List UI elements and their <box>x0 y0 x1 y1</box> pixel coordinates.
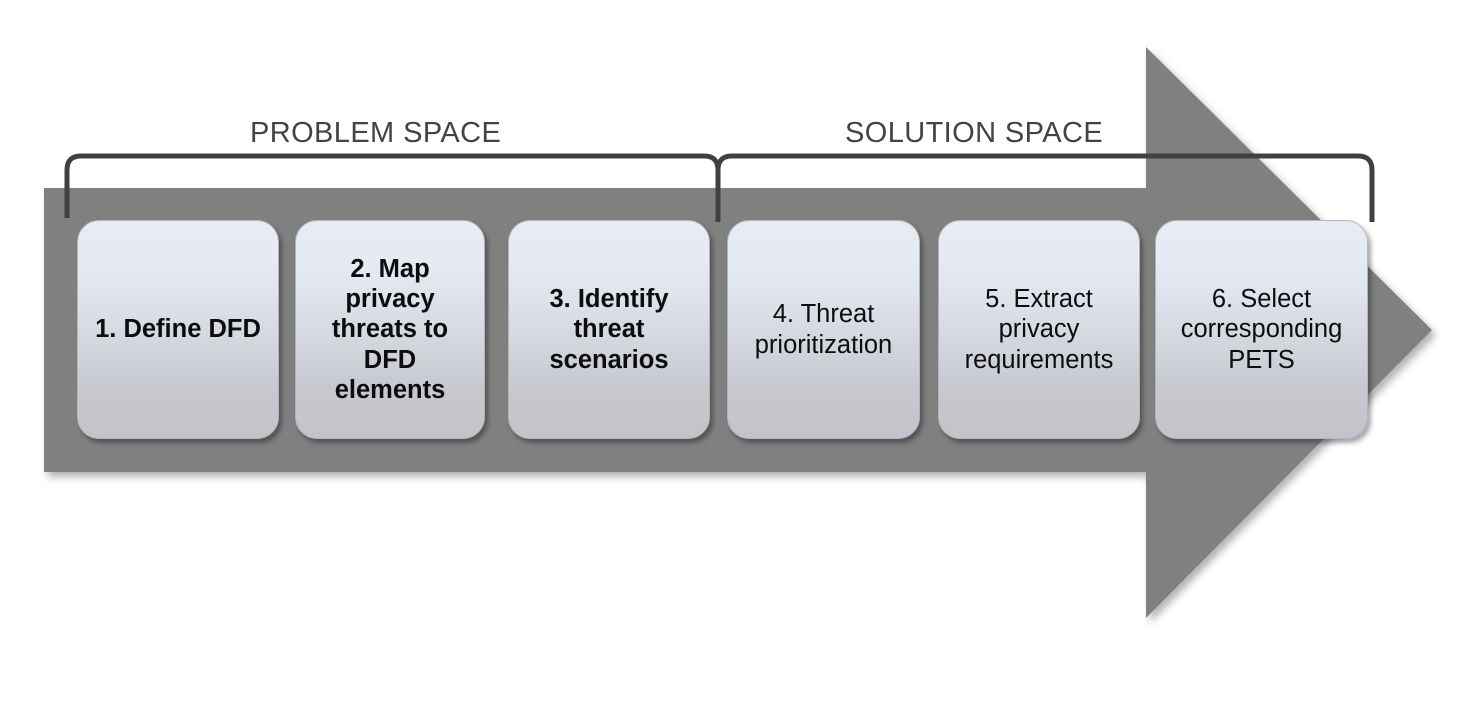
phase-label-problem-space: PROBLEM SPACE <box>250 117 502 149</box>
step-box-1[interactable]: 1. Define DFD <box>77 220 279 439</box>
step-label-1: 1. Define DFD <box>95 315 261 344</box>
step-label-5: 5. Extract privacy requirements <box>964 285 1114 374</box>
step-box-3[interactable]: 3. Identify threat scenarios <box>508 220 710 439</box>
step-box-4[interactable]: 4. Threat prioritization <box>727 220 920 439</box>
step-box-2[interactable]: 2. Map privacy threats to DFD elements <box>295 220 485 439</box>
step-label-2: 2. Map privacy threats to DFD elements <box>331 255 449 404</box>
step-box-6[interactable]: 6. Select corresponding PETS <box>1155 220 1368 439</box>
step-label-6: 6. Select corresponding PETS <box>1180 285 1343 374</box>
phase-label-solution-space: SOLUTION SPACE <box>845 117 1104 149</box>
step-label-4: 4. Threat prioritization <box>754 300 893 359</box>
step-box-5[interactable]: 5. Extract privacy requirements <box>938 220 1140 439</box>
step-label-3: 3. Identify threat scenarios <box>549 285 669 374</box>
